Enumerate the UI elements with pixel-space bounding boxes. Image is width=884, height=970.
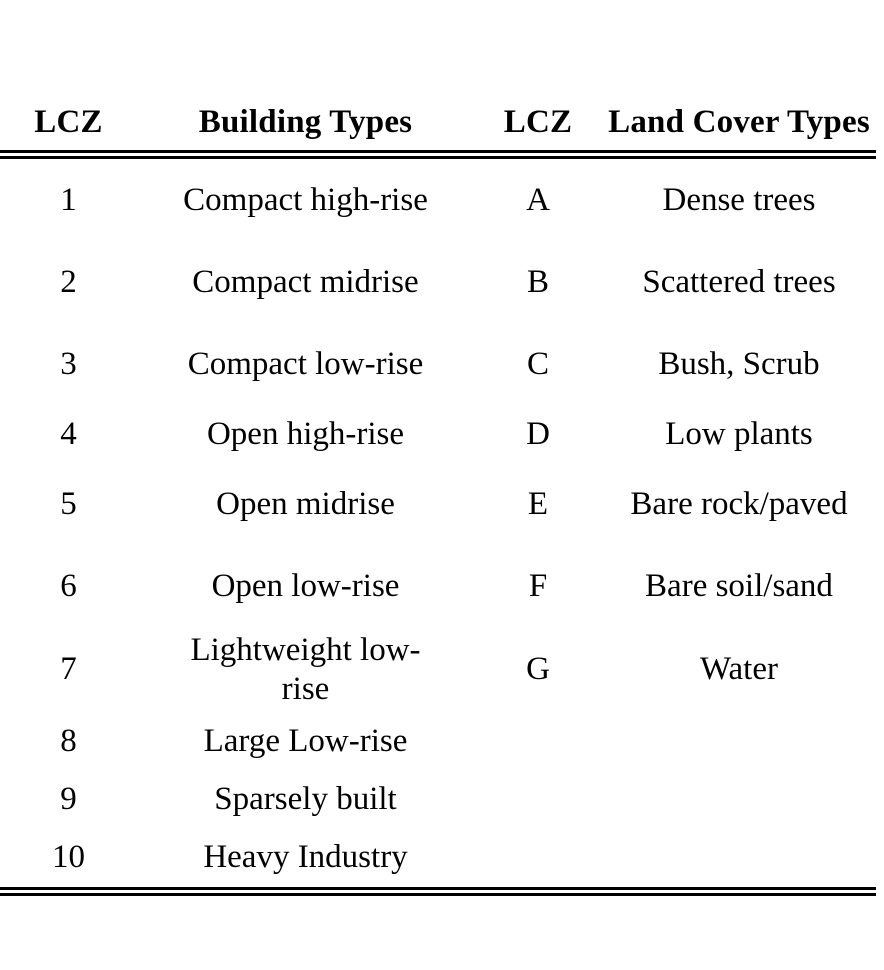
table-body: 1 Compact high-rise A Dense trees 2 Comp… — [0, 159, 876, 896]
cell-lcz-letter: D — [526, 415, 550, 452]
column-header-lcz-letter: LCZ — [503, 104, 573, 141]
cell-building-type: Heavy Industry — [203, 839, 408, 876]
cell-lcz-letter — [474, 771, 602, 829]
table-row: 4 Open high-rise D Low plants — [0, 405, 876, 463]
double-rule-line — [0, 150, 876, 159]
cell-lcz-number: 3 — [60, 345, 77, 382]
cell-lcz-letter: B — [526, 263, 549, 300]
double-rule-line — [0, 886, 876, 896]
table-header: LCZ Building Types LCZ Land Cover Types — [0, 0, 876, 159]
lcz-classification-table: LCZ Building Types LCZ Land Cover Types … — [0, 0, 876, 896]
cell-land-cover — [602, 829, 876, 887]
column-header-building-types: Building Types — [198, 104, 413, 141]
footer-double-rule — [0, 886, 876, 896]
cell-building-type: Open high-rise — [206, 415, 405, 452]
column-header-land-cover-types: Land Cover Types — [608, 104, 870, 141]
cell-lcz-number: 9 — [60, 781, 77, 818]
table-row: 8 Large Low-rise — [0, 713, 876, 771]
cell-building-type: Open low-rise — [211, 567, 400, 604]
cell-land-cover: Scattered trees — [642, 263, 836, 300]
cell-lcz-letter: E — [527, 485, 549, 522]
cell-land-cover — [602, 713, 876, 771]
cell-building-type: Open midrise — [216, 485, 395, 522]
header-double-rule — [0, 150, 876, 159]
cell-land-cover: Bare rock/paved — [630, 485, 848, 522]
table-header-row: LCZ Building Types LCZ Land Cover Types — [0, 0, 876, 150]
table-row: 9 Sparsely built — [0, 771, 876, 829]
cell-land-cover: Bare soil/sand — [645, 567, 833, 604]
cell-building-type: Compact high-rise — [183, 181, 428, 218]
cell-land-cover: Low plants — [665, 415, 813, 452]
cell-building-type: Lightweight low-rise — [190, 632, 421, 707]
cell-lcz-letter — [474, 829, 602, 887]
cell-lcz-letter: F — [528, 567, 548, 604]
cell-lcz-number: 7 — [60, 651, 77, 688]
cell-lcz-number: 10 — [52, 839, 85, 876]
cell-land-cover — [602, 771, 876, 829]
cell-lcz-number: 1 — [60, 181, 77, 218]
cell-land-cover: Water — [700, 651, 778, 688]
table-row: 5 Open midrise E Bare rock/paved — [0, 463, 876, 545]
cell-lcz-letter — [474, 713, 602, 771]
table-row: 1 Compact high-rise A Dense trees — [0, 159, 876, 241]
table-row: 10 Heavy Industry — [0, 829, 876, 887]
table-row: 6 Open low-rise F Bare soil/sand — [0, 545, 876, 627]
cell-land-cover: Bush, Scrub — [658, 345, 820, 382]
cell-lcz-number: 4 — [60, 415, 77, 452]
cell-building-type: Sparsely built — [214, 781, 397, 818]
cell-land-cover: Dense trees — [662, 181, 816, 218]
cell-lcz-number: 2 — [60, 263, 77, 300]
table-row: 7 Lightweight low-rise G Water — [0, 627, 876, 713]
cell-building-type: Compact midrise — [192, 263, 419, 300]
cell-lcz-number: 6 — [60, 567, 77, 604]
cell-lcz-letter: C — [526, 345, 549, 382]
cell-lcz-number: 5 — [60, 485, 77, 522]
header-double-rule-cell — [0, 150, 876, 159]
table-row: 3 Compact low-rise C Bush, Scrub — [0, 323, 876, 405]
footer-double-rule-cell — [0, 886, 876, 896]
cell-lcz-number: 8 — [60, 723, 77, 760]
cell-lcz-letter: A — [526, 181, 550, 218]
cell-building-type: Compact low-rise — [187, 345, 424, 382]
cell-building-type: Large Low-rise — [203, 723, 408, 760]
cell-lcz-letter: G — [526, 651, 550, 688]
table-row: 2 Compact midrise B Scattered trees — [0, 241, 876, 323]
column-header-lcz-number: LCZ — [34, 104, 103, 141]
